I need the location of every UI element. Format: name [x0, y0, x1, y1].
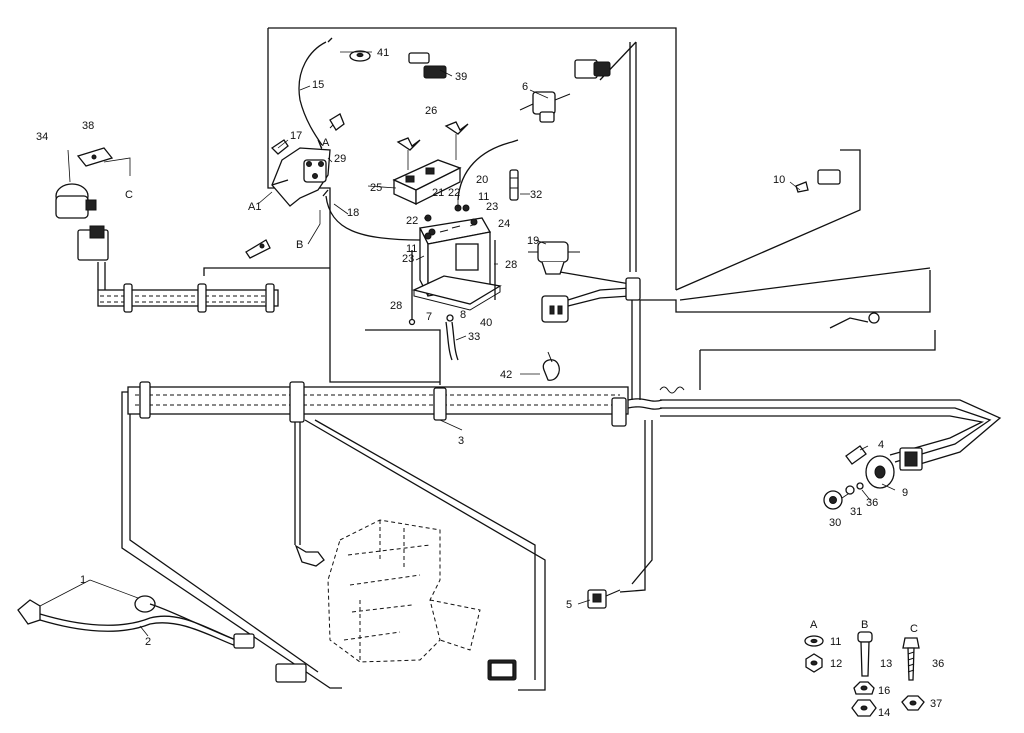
callout-A1: A1	[248, 201, 261, 213]
callout-17: 17	[290, 130, 302, 142]
legend-col-b: B	[861, 619, 868, 631]
callout-5: 5	[566, 599, 572, 611]
engine-outline	[327, 519, 481, 663]
callout-3: 3	[458, 435, 464, 447]
legend-item-11: 11	[830, 636, 841, 648]
callout-26: 26	[425, 105, 437, 117]
callout-20: 20	[476, 174, 488, 186]
callout-29: 29	[334, 153, 346, 165]
battery-cover-25	[392, 159, 462, 206]
callout-C: C	[125, 189, 133, 201]
wing-nuts-26	[396, 121, 469, 170]
legend-item-37: 37	[930, 698, 942, 710]
battery-cable-20	[457, 139, 519, 201]
callout-32: 32	[530, 189, 542, 201]
callout-9: 9	[902, 487, 908, 499]
starter-solenoid-29	[271, 113, 345, 207]
legend-item-14: 14	[878, 707, 890, 719]
ground-lead	[829, 312, 880, 329]
callout-15: 15	[312, 79, 324, 91]
positive-cable-15	[298, 37, 333, 146]
callout-10: 10	[773, 174, 785, 186]
ignition-switch-9	[865, 447, 923, 489]
connector-plug	[541, 277, 641, 323]
callout-31: 31	[850, 506, 862, 518]
washers-31-36	[845, 482, 864, 495]
callout-11-mid: 11	[406, 243, 417, 255]
callout-8: 8	[460, 309, 466, 321]
callout-24: 24	[498, 218, 510, 230]
legend-item-13: 13	[880, 658, 892, 670]
callout-40: 40	[480, 317, 492, 329]
hold-down-rods-28	[408, 240, 496, 326]
frame-wiring	[121, 27, 1002, 691]
callout-21: 21	[432, 187, 444, 199]
callout-A: A	[322, 137, 330, 149]
negative-cable-18	[322, 189, 421, 241]
harness-connectors	[275, 659, 517, 683]
callout-4: 4	[878, 439, 884, 451]
switch-nut-30	[823, 490, 843, 510]
callout-22-top: 22	[448, 187, 460, 199]
bulb-socket	[294, 544, 325, 567]
legend-item-16: 16	[878, 685, 890, 697]
callout-23-mid: 23	[402, 253, 414, 265]
leader-lines	[67, 51, 896, 637]
callout-30: 30	[829, 517, 841, 529]
callout-6: 6	[522, 81, 528, 93]
bracket-32	[509, 169, 519, 201]
connector-5	[587, 589, 621, 609]
callout-18: 18	[347, 207, 359, 219]
sensor-10	[795, 169, 841, 193]
callout-39: 39	[455, 71, 467, 83]
main-wire-loom	[127, 381, 685, 427]
fuses-39	[408, 52, 447, 79]
key-4	[845, 445, 867, 465]
callout-28-right: 28	[505, 259, 517, 271]
relay-19	[528, 241, 580, 275]
bracket-38	[76, 147, 131, 176]
harness-clip-42	[542, 351, 560, 381]
left-wire-loom	[97, 262, 279, 313]
callout-2: 2	[145, 636, 151, 648]
callout-labels: 41 39 6 15 26 38 34 17 A 29 C 25 21 22 2…	[36, 47, 944, 719]
callout-22-mid: 22	[406, 215, 418, 227]
light-harness-2	[39, 603, 255, 649]
callout-1: 1	[80, 574, 86, 586]
headlight-lamps-1	[17, 579, 156, 625]
hardware-legend	[804, 631, 925, 717]
callout-33: 33	[468, 331, 480, 343]
callout-11-top: 11	[478, 191, 489, 203]
callout-25: 25	[370, 182, 382, 194]
callout-38: 38	[82, 120, 94, 132]
callout-41: 41	[377, 47, 389, 59]
callout-7: 7	[426, 311, 432, 323]
callout-B: B	[296, 239, 303, 251]
legend-col-c: C	[910, 623, 918, 635]
ground-terminal	[245, 239, 271, 259]
legend-col-a: A	[810, 619, 818, 631]
legend-item-36: 36	[932, 658, 944, 670]
callout-36-switch: 36	[866, 497, 878, 509]
callout-42: 42	[500, 369, 512, 381]
callout-19: 19	[527, 235, 539, 247]
vent-tube-33	[445, 321, 459, 361]
battery-tray-40	[412, 275, 502, 311]
callout-34: 34	[36, 131, 48, 143]
legend-item-12: 12	[830, 658, 842, 670]
connector-6	[519, 59, 611, 123]
callout-23-top: 23	[486, 201, 498, 213]
terminal-cover-41	[349, 50, 371, 62]
callout-28-left: 28	[390, 300, 402, 312]
regulator-34	[55, 183, 109, 261]
